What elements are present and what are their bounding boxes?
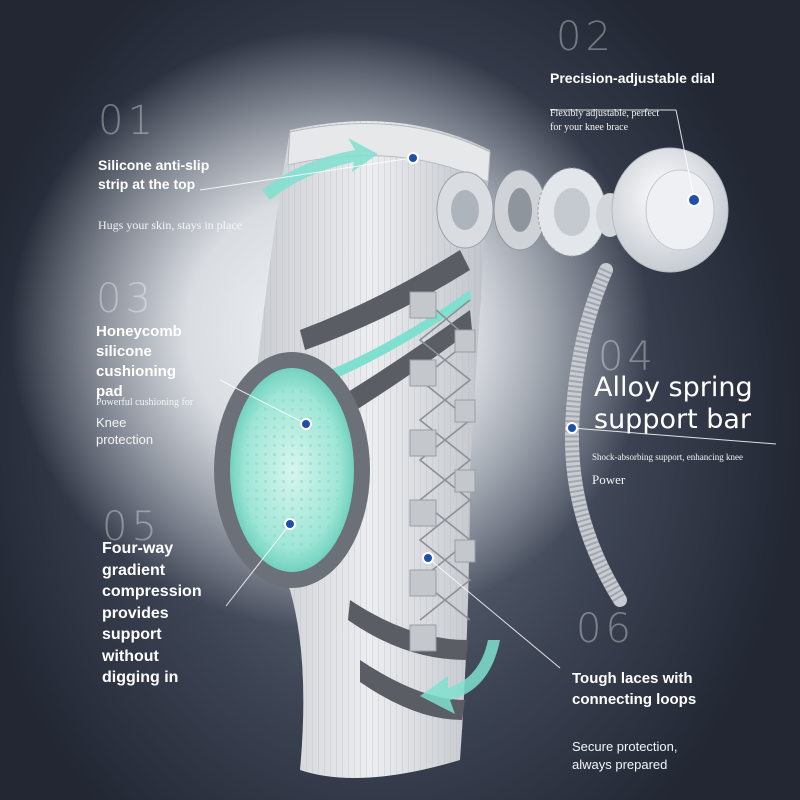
lace-loops (409, 291, 476, 652)
feature-title: Silicone anti-slip strip at the top (98, 157, 210, 192)
feature-desc: Secure protection, always prepared (572, 739, 678, 772)
feature-number: 06 (576, 606, 635, 652)
marker-icon (422, 552, 434, 564)
bottom-arrow-icon (420, 640, 500, 714)
marker-icon (300, 418, 312, 430)
feature-desc: Flexibly adjustable, perfect for your kn… (550, 108, 660, 133)
top-arrow-icon (262, 138, 378, 200)
feature-desc: Shock-absorbing support, enhancing knee (592, 452, 743, 462)
feature-title: Precision-adjustable dial (550, 70, 715, 86)
feature-title: Honeycomb silicone cushioning pad (96, 323, 182, 400)
feature-title: Four-way gradient compression provides s… (102, 540, 202, 686)
callout-lines (199, 109, 777, 669)
marker-icon (687, 193, 701, 207)
feature-number: 03 (96, 276, 155, 322)
callout-markers (284, 152, 701, 564)
feature-number: 04 (598, 334, 657, 380)
feature-desc: Powerful cushioning for (96, 397, 194, 408)
feature-desc: Hugs your skin, stays in place (98, 218, 242, 232)
feature-number: 02 (556, 14, 615, 60)
feature-title: Tough laces with connecting loops (572, 670, 697, 708)
dial-assembly (436, 147, 729, 273)
sleeve-stripes (300, 250, 472, 720)
marker-icon (284, 518, 296, 530)
marker-icon (566, 422, 578, 434)
feature-title: Alloy spring support bar (594, 372, 753, 435)
marker-icon (407, 152, 419, 164)
feature-number: 01 (98, 98, 157, 144)
feature-desc-continued: Power (592, 472, 626, 487)
feature-desc-continued: Knee protection (96, 415, 154, 447)
laces (418, 299, 472, 621)
feature-number: 05 (102, 504, 161, 550)
